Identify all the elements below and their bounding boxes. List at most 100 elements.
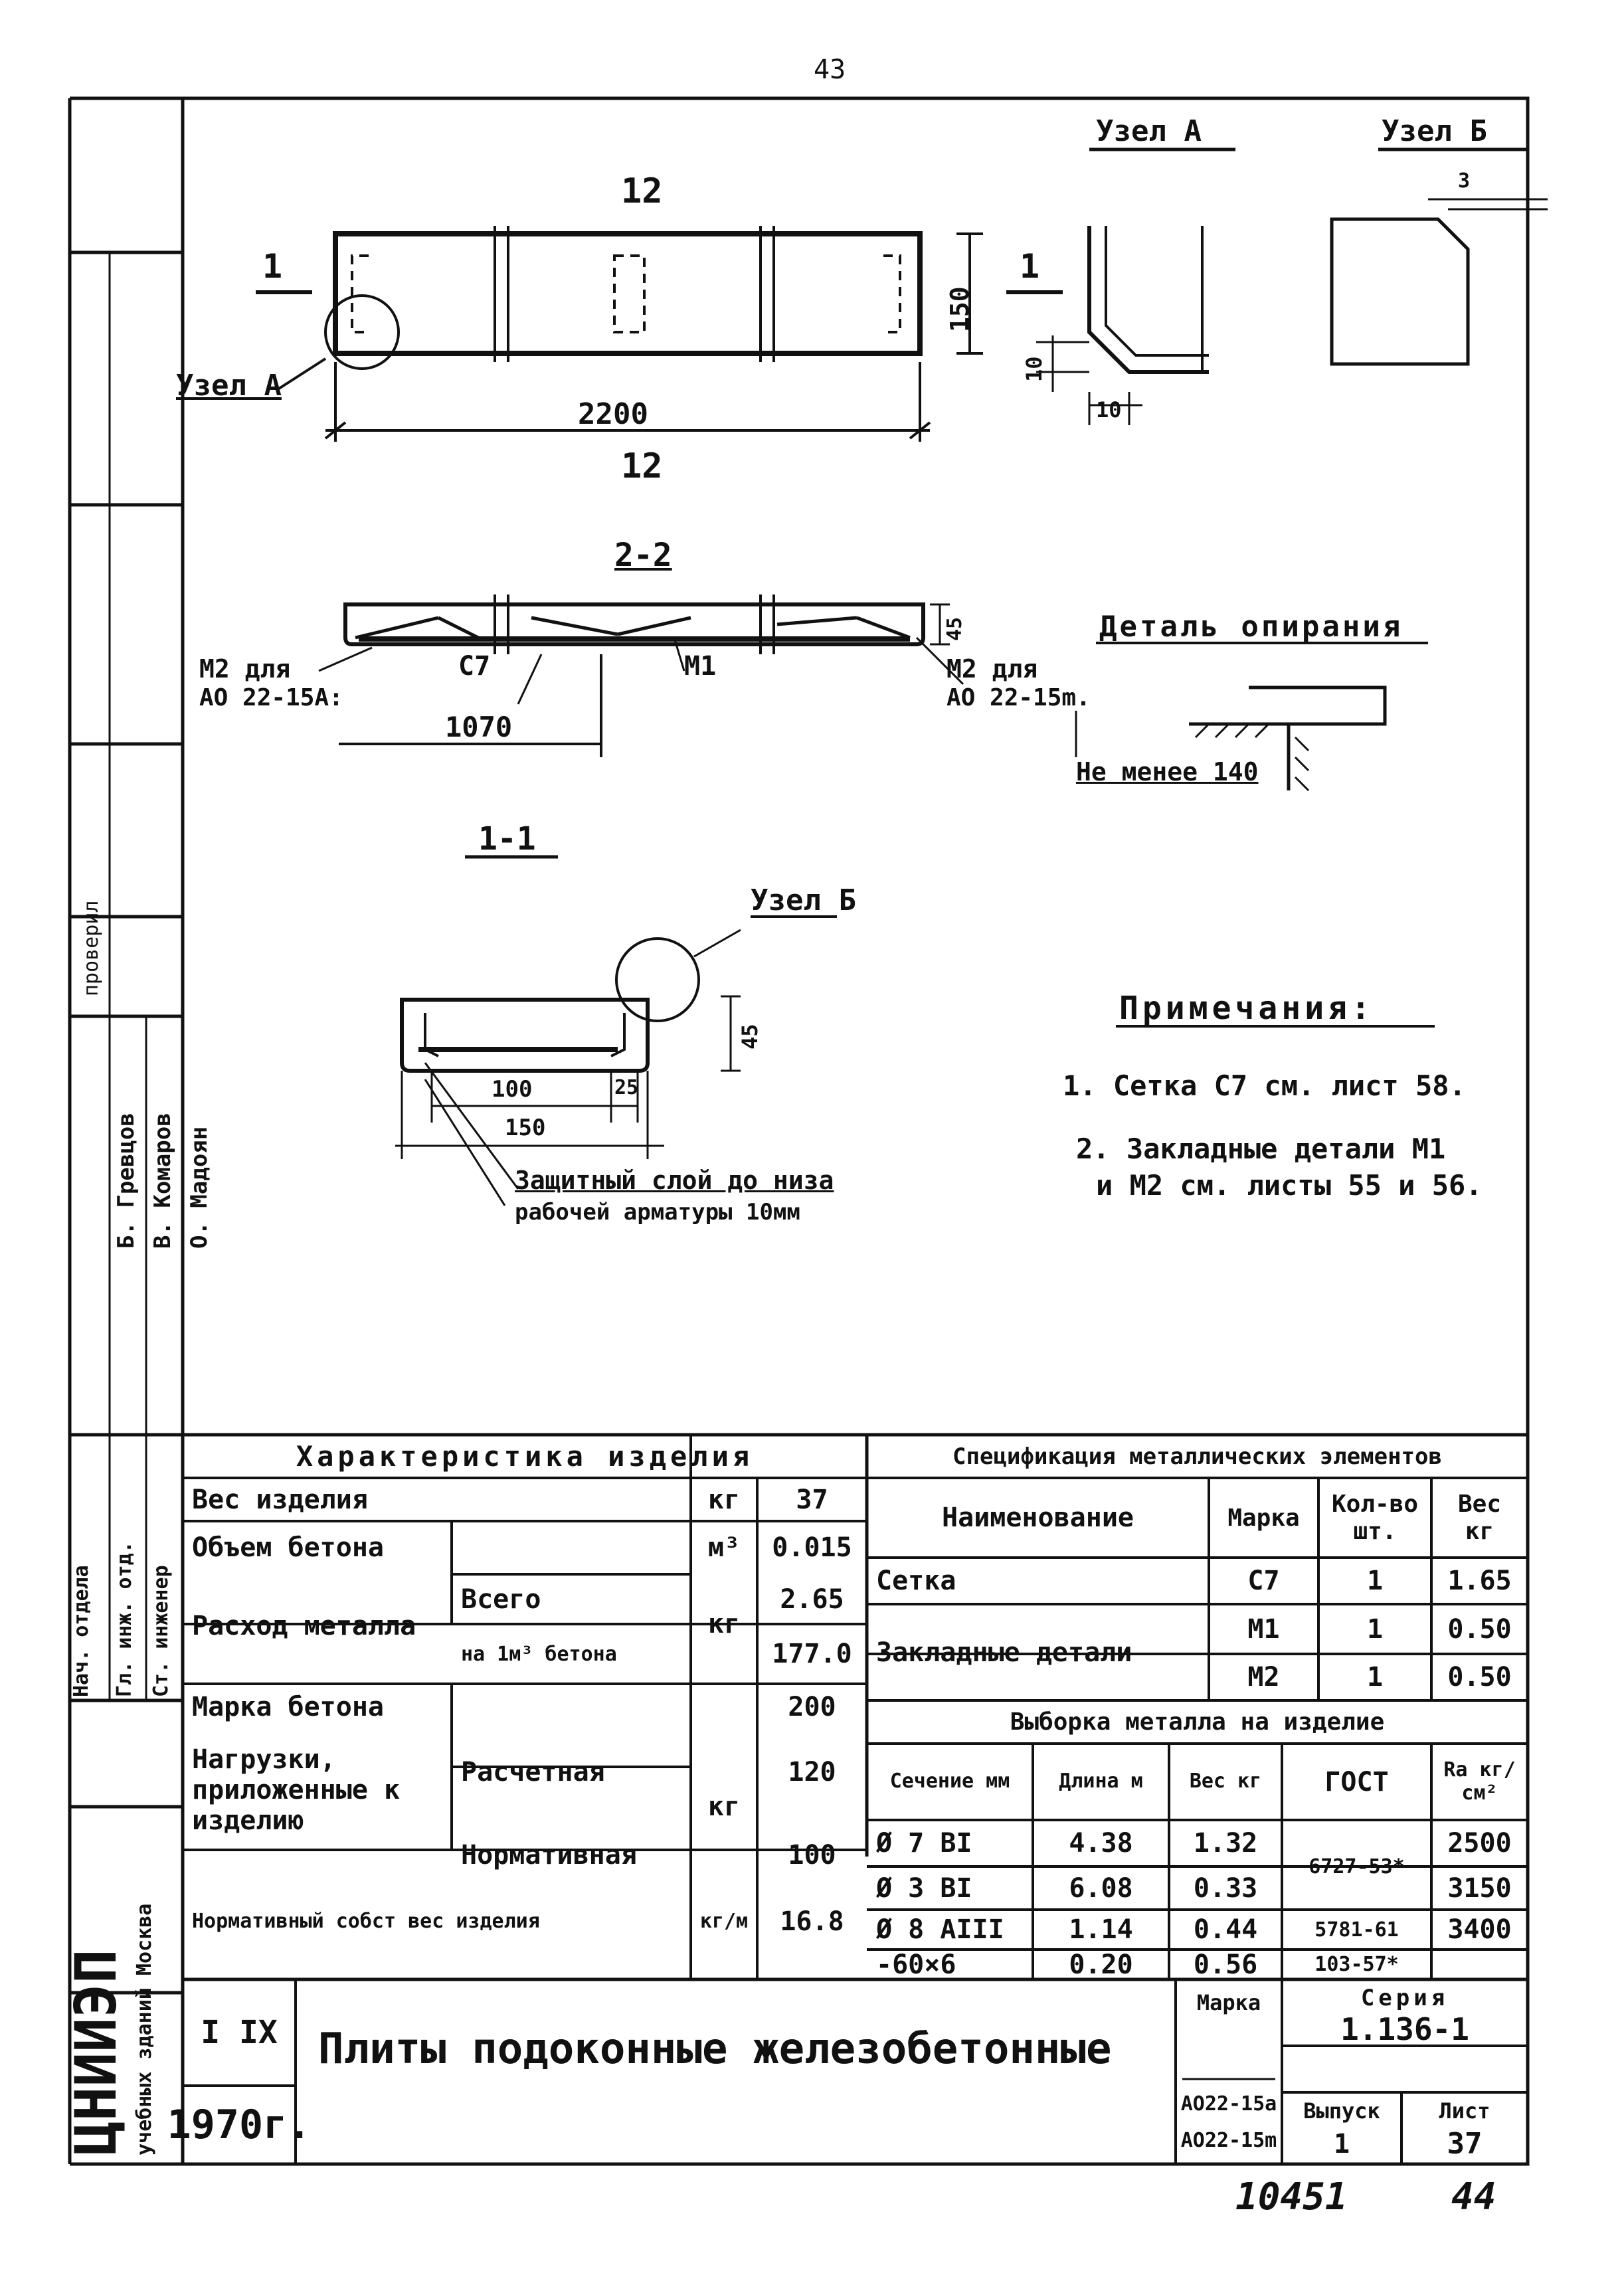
spec-header-qty: Кол-во шт.	[1331, 1490, 1419, 1545]
sec22-m2-left-mark: АО 22-15А:	[199, 684, 343, 711]
plan-bottom-label: 12	[621, 446, 663, 486]
note-item-3: и М2 см. листы 55 и 56.	[1096, 1169, 1483, 1202]
node-b-dim: 3	[1458, 169, 1471, 193]
section-1-1-title: 1-1	[478, 820, 536, 858]
stamp-org: ЦНИИЭП	[63, 1949, 130, 2155]
sec22-m1: М1	[684, 651, 717, 682]
sec11-height-dim: 45	[737, 1024, 763, 1049]
metal-row-2-ra: 3150	[1447, 1872, 1512, 1904]
sheet-code: I IX	[201, 2014, 278, 2051]
metal-header-gost: ГОСТ	[1324, 1766, 1389, 1797]
sheet-value: 37	[1447, 2127, 1483, 2161]
spec-header-name: Наименование	[942, 1502, 1134, 1533]
stamp-name-3: О. Мадоян	[186, 1126, 213, 1249]
characteristics-title: Характеристика изделия	[296, 1440, 754, 1473]
metal-row-4-length: 0.20	[1069, 1949, 1133, 1980]
stamp-name-2: В. Комаров	[149, 1113, 176, 1249]
sec22-c7: С7	[458, 651, 491, 682]
spec-row-2-weight: 0.50	[1447, 1613, 1512, 1645]
metal-row-2-length: 6.08	[1069, 1872, 1133, 1904]
section-mark-right: 1	[1020, 247, 1040, 286]
sec11-d150: 150	[505, 1115, 546, 1141]
plan-length-dim: 2200	[578, 397, 648, 431]
sec22-half-dim: 1070	[445, 711, 513, 743]
load-norm-label: Нормативная	[461, 1839, 637, 1870]
note-item-1: 1. Сетка С7 см. лист 58.	[1063, 1069, 1466, 1102]
mark-1: АО22-15а	[1180, 2092, 1277, 2116]
spec-header-mark: Марка	[1227, 1504, 1300, 1532]
archive-number: 10451	[1235, 2175, 1348, 2219]
node-a-dim-h: 10	[1096, 397, 1122, 422]
notes-title: Примечания:	[1119, 990, 1374, 1027]
sec22-m2-right: М2 для	[947, 654, 1038, 683]
metal-row-4-section: -60×6	[876, 1949, 956, 1980]
handwritten-page: 44	[1451, 2175, 1496, 2219]
specification-title: Спецификация металлических элементов	[952, 1443, 1442, 1470]
issue-value: 1	[1333, 2128, 1350, 2159]
load-label: Нагрузки, приложенные к изделию	[192, 1744, 401, 1836]
node-b-callout: Узел Б	[751, 883, 856, 917]
drawing-year: 1970г.	[167, 2102, 312, 2148]
metal-row-1-gost: 6727-53*	[1308, 1855, 1405, 1878]
metal-per-value: 177.0	[772, 1639, 852, 1669]
spec-row-1-name: Сетка	[876, 1566, 956, 1596]
metal-row-3-gost: 5781-61	[1314, 1918, 1399, 1942]
page-number: 43	[814, 54, 846, 85]
sec22-height-dim: 45	[943, 616, 966, 641]
spec-row-2-qty: 1	[1366, 1613, 1384, 1645]
weight-unit: кг	[707, 1484, 741, 1515]
grade-label: Марка бетона	[192, 1692, 384, 1722]
metal-row-1-length: 4.38	[1069, 1828, 1133, 1859]
section-mark-left: 1	[262, 247, 283, 286]
volume-label: Объем бетона	[192, 1532, 384, 1563]
metal-header-weight: Вес кг	[1189, 1770, 1262, 1793]
metal-row-1-section: Ø 7 ВI	[876, 1828, 972, 1859]
metal-unit: кг	[707, 1609, 741, 1639]
series-label: Серия	[1360, 1984, 1449, 2011]
spec-row-3-mark: М2	[1247, 1662, 1280, 1692]
stamp-role-2: Гл. инж. отд.	[113, 1541, 136, 1697]
metal-row-3-length: 1.14	[1069, 1914, 1133, 1945]
metal-row-2-section: Ø 3 ВI	[876, 1872, 972, 1904]
load-calc-value: 120	[788, 1756, 836, 1787]
grade-value: 200	[788, 1692, 836, 1722]
load-norm-value: 100	[788, 1839, 836, 1870]
metal-label: Расход металла	[192, 1610, 416, 1641]
mark-label: Марка	[1196, 1990, 1261, 2015]
norm-weight-unit: кг/м	[699, 1910, 749, 1933]
metal-row-1-ra: 2500	[1447, 1828, 1512, 1859]
metal-row-4-gost: 103-57*	[1314, 1953, 1399, 1976]
spec-row-1-weight: 1.65	[1447, 1566, 1512, 1596]
sec11-d25: 25	[614, 1076, 639, 1099]
note-item-2: 2. Закладные детали М1	[1076, 1133, 1446, 1165]
metal-header-section: Сечение мм	[889, 1770, 1010, 1793]
load-unit: кг	[707, 1791, 741, 1822]
metal-row-2-weight: 0.33	[1193, 1872, 1258, 1904]
node-b-title: Узел Б	[1382, 114, 1487, 148]
mark-2: АО22-15m	[1180, 2129, 1277, 2152]
load-calc-label: Расчетная	[461, 1756, 605, 1787]
metal-row-4-weight: 0.56	[1193, 1949, 1258, 1980]
stamp-role-1: Нач. отдела	[70, 1565, 93, 1697]
metal-header-ra: Ra кг/см²	[1443, 1758, 1516, 1805]
sec22-m2-left: М2 для	[199, 654, 291, 683]
section-2-2-title: 2-2	[614, 537, 672, 574]
volume-value: 0.015	[772, 1532, 852, 1563]
spec-row-1-qty: 1	[1366, 1566, 1384, 1596]
metal-total-value: 2.65	[780, 1584, 844, 1615]
issue-label: Выпуск	[1303, 2098, 1380, 2124]
metal-header-length: Длина м	[1059, 1770, 1143, 1793]
sec11-note-line2: рабочей арматуры 10мм	[515, 1199, 800, 1226]
norm-weight-label: Нормативный собст вес изделия	[192, 1910, 540, 1933]
sec11-note-line1: Защитный слой до низа	[515, 1166, 834, 1195]
metal-row-3-section: Ø 8 АIII	[876, 1914, 1004, 1945]
metal-row-3-ra: 3400	[1447, 1914, 1512, 1945]
product-title: Плиты подоконные железобетонные	[318, 2025, 1112, 2074]
support-detail-note: Не менее 140	[1076, 757, 1259, 786]
volume-unit: м³	[707, 1532, 741, 1563]
stamp-org-sub: учебных зданий Москва	[133, 1903, 156, 2155]
plan-height-dim: 150	[945, 286, 974, 332]
norm-weight-value: 16.8	[780, 1906, 844, 1937]
node-a-title: Узел А	[1096, 114, 1202, 148]
